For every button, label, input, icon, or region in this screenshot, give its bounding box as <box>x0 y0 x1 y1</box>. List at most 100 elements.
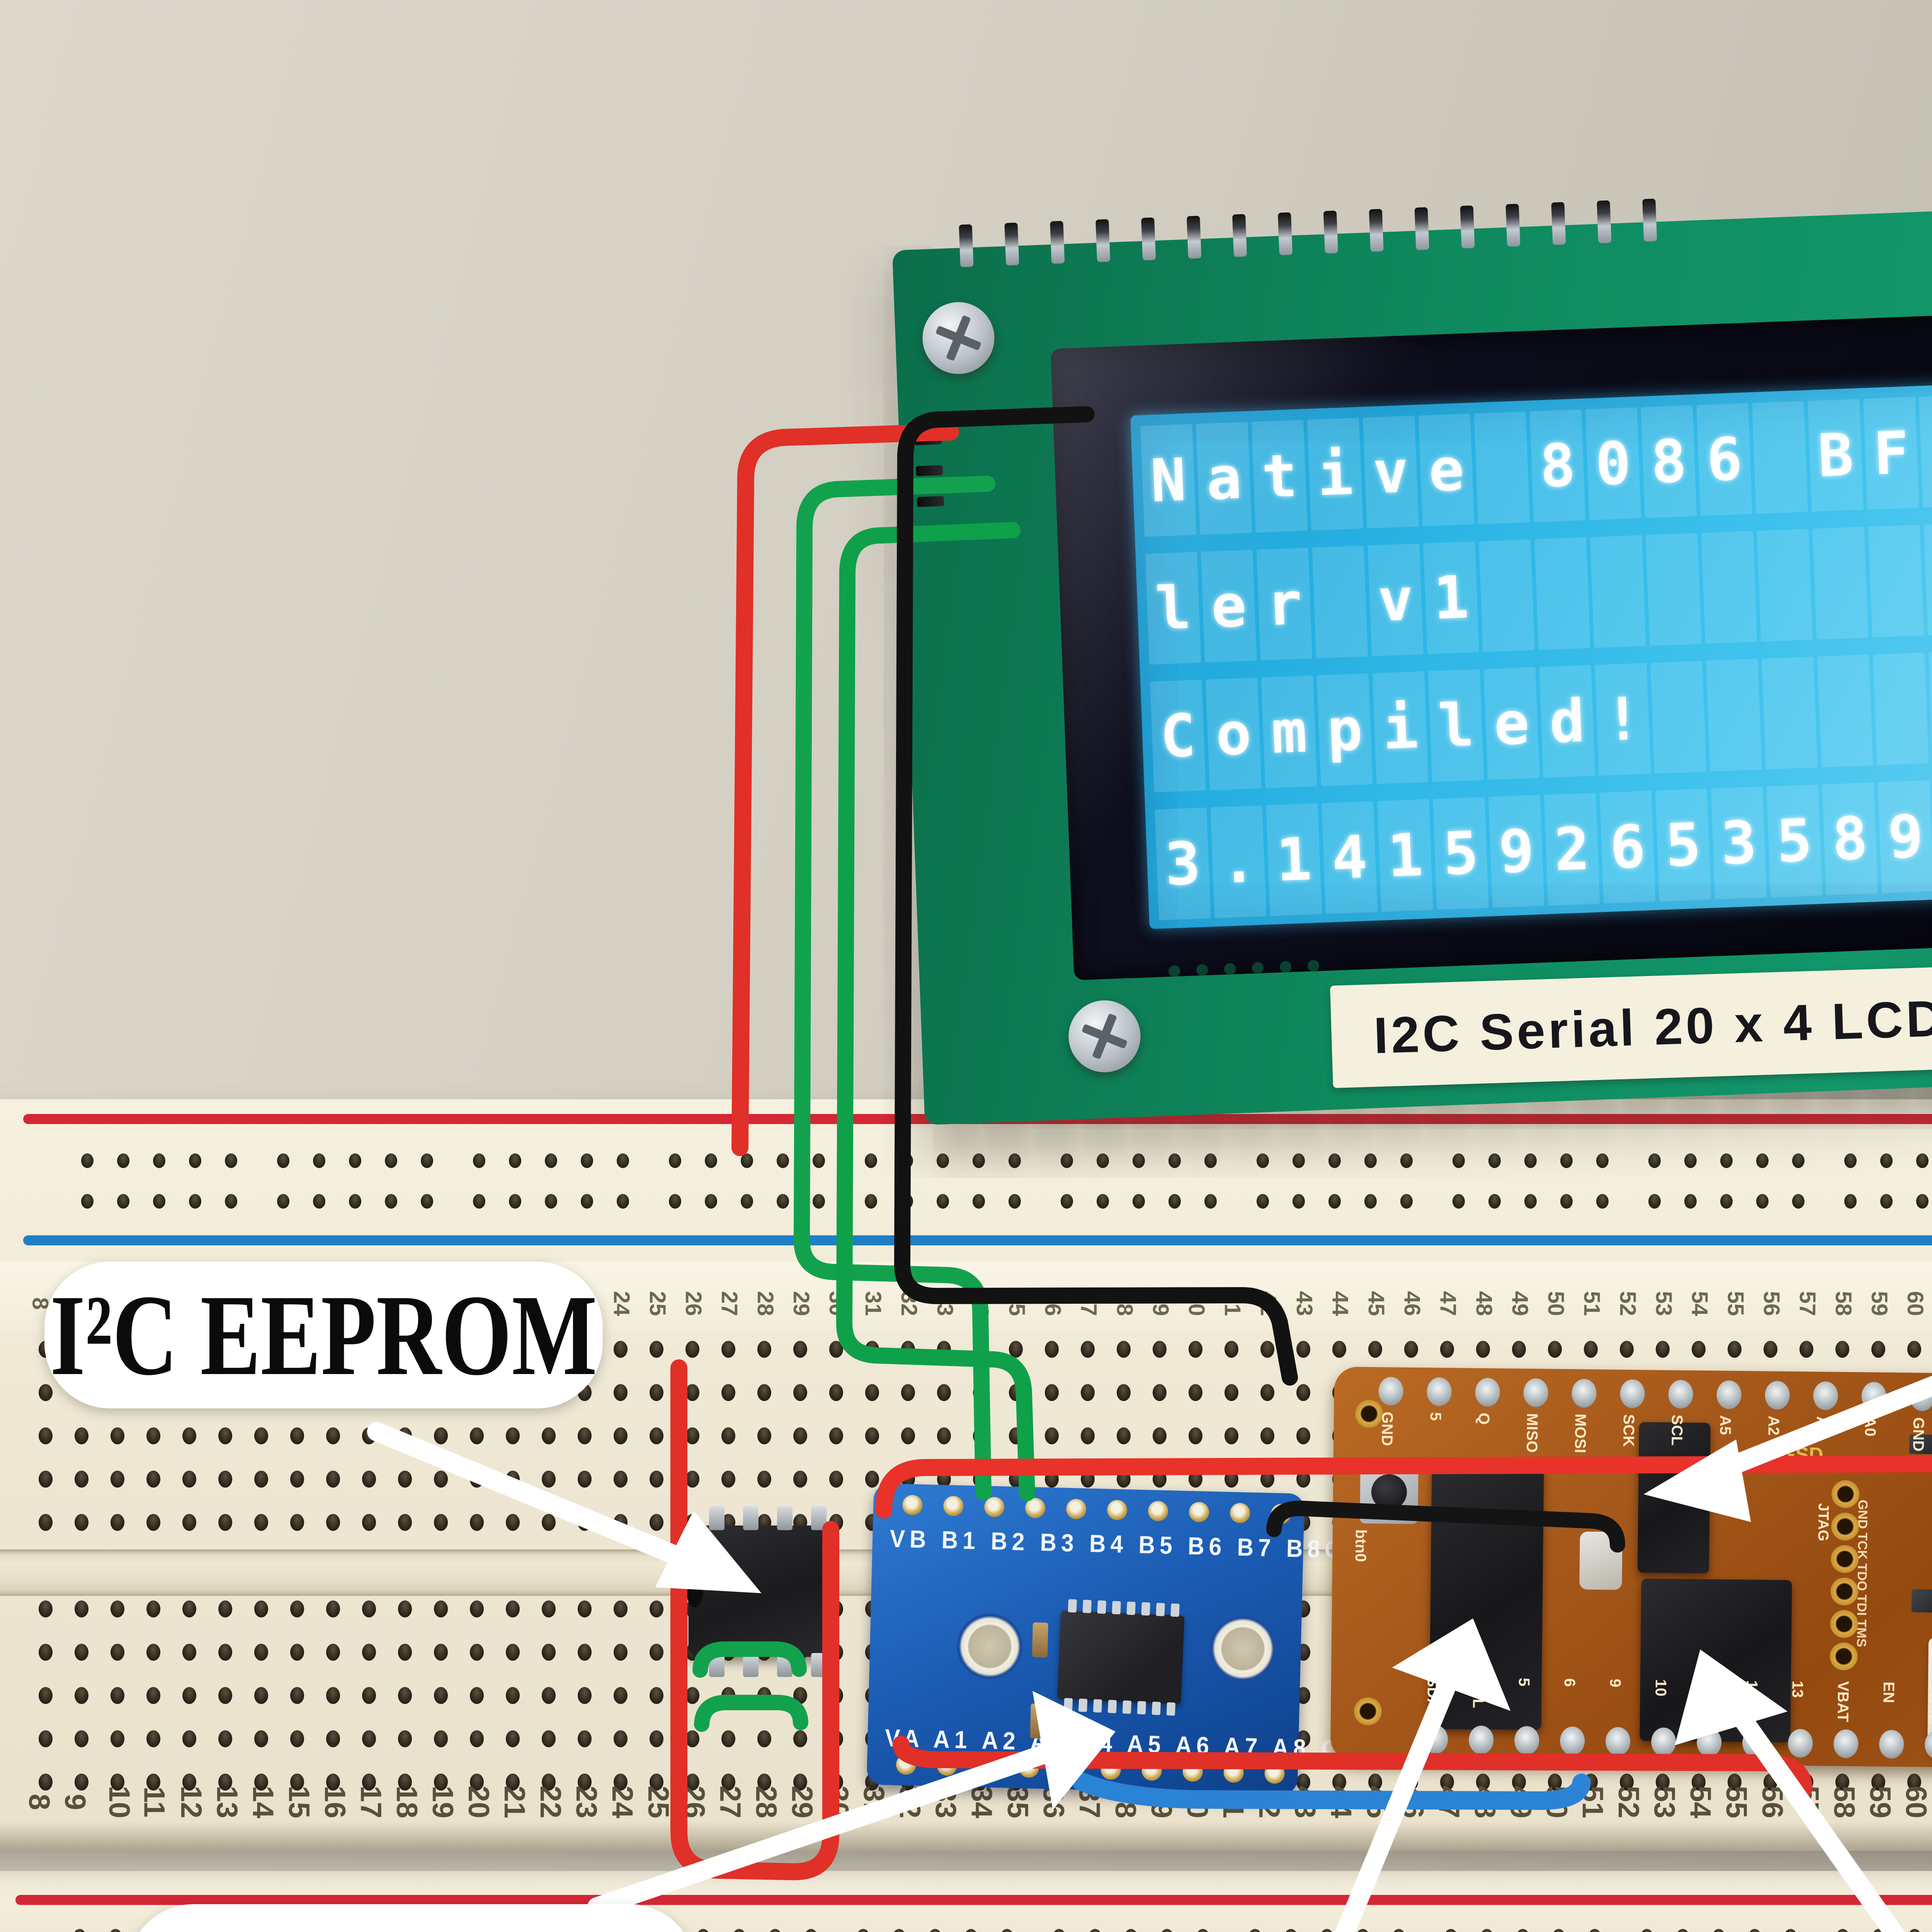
bus-hole <box>1061 1194 1073 1209</box>
strip-bus-hole <box>769 1929 781 1932</box>
terminal-hole <box>398 1471 412 1488</box>
bus-hole <box>473 1153 485 1168</box>
terminal-hole <box>434 1730 448 1747</box>
terminal-hole <box>39 1384 53 1401</box>
bus-hole <box>277 1194 289 1209</box>
terminal-hole <box>290 1644 304 1661</box>
terminal-hole <box>1907 1341 1921 1358</box>
terminal-hole <box>650 1687 663 1704</box>
bus-hole <box>1684 1194 1697 1209</box>
terminal-hole <box>1225 1341 1238 1358</box>
bus-hole <box>1133 1194 1145 1209</box>
terminal-hole <box>146 1471 160 1488</box>
terminal-hole <box>182 1514 196 1531</box>
terminal-hole <box>470 1514 484 1531</box>
terminal-hole <box>1656 1341 1670 1358</box>
bus-hole <box>545 1153 557 1168</box>
strip-bus-hole <box>893 1929 905 1932</box>
terminal-hole <box>1189 1341 1202 1358</box>
terminal-hole <box>146 1427 160 1444</box>
bus-hole <box>421 1153 433 1168</box>
terminal-hole <box>1620 1774 1634 1791</box>
bus-hole <box>1524 1194 1537 1209</box>
terminal-hole <box>614 1427 628 1444</box>
terminal-hole <box>1404 1341 1418 1358</box>
arrow-eeprom <box>367 1422 713 1577</box>
eeprom-leg <box>777 1506 793 1530</box>
terminal-hole <box>1799 1341 1813 1358</box>
terminal-hole <box>1153 1427 1167 1444</box>
terminal-hole <box>398 1600 412 1617</box>
terminal-hole <box>398 1774 412 1791</box>
terminal-hole <box>111 1687 124 1704</box>
bus-hole <box>349 1194 361 1209</box>
terminal-hole <box>218 1471 232 1488</box>
arrow-ecp5 <box>1719 1690 1905 1932</box>
terminal-hole <box>182 1687 196 1704</box>
terminal-hole <box>75 1514 88 1531</box>
bus-hole <box>189 1153 201 1168</box>
terminal-hole <box>1117 1427 1131 1444</box>
terminal-hole <box>578 1644 592 1661</box>
terminal-hole <box>685 1384 699 1401</box>
terminal-hole <box>326 1471 340 1488</box>
terminal-hole <box>1440 1774 1454 1791</box>
strip-bus-hole <box>805 1929 817 1932</box>
terminal-hole <box>362 1774 376 1791</box>
terminal-hole <box>757 1427 771 1444</box>
terminal-hole <box>362 1644 376 1661</box>
terminal-hole <box>434 1774 448 1791</box>
terminal-hole <box>721 1471 735 1488</box>
terminal-hole <box>290 1730 304 1747</box>
bus-hole <box>617 1194 629 1209</box>
terminal-hole <box>290 1600 304 1617</box>
bus-hole <box>117 1194 129 1209</box>
bus-hole <box>973 1153 985 1168</box>
bus-hole <box>189 1194 201 1209</box>
terminal-hole <box>218 1427 232 1444</box>
strip-bus-hole <box>109 1929 122 1932</box>
terminal-hole <box>937 1384 951 1401</box>
strip-red-rail-line <box>15 1895 1932 1905</box>
bus-hole <box>1328 1194 1341 1209</box>
terminal-hole <box>614 1687 628 1704</box>
terminal-hole <box>1296 1384 1310 1401</box>
bus-hole <box>1720 1153 1733 1168</box>
eeprom-leg <box>743 1653 759 1677</box>
strip-bus-hole <box>1908 1929 1921 1932</box>
terminal-hole <box>326 1644 340 1661</box>
arrowhead-config-memory <box>1643 1439 1751 1522</box>
bus-hole <box>1756 1153 1769 1168</box>
bus-hole <box>813 1194 825 1209</box>
terminal-hole <box>1656 1774 1670 1791</box>
terminal-hole <box>1189 1384 1202 1401</box>
terminal-hole <box>757 1471 771 1488</box>
bus-hole <box>385 1153 397 1168</box>
terminal-hole <box>650 1644 663 1661</box>
bus-hole <box>1560 1153 1573 1168</box>
terminal-hole <box>39 1644 53 1661</box>
bus-hole <box>1168 1194 1181 1209</box>
terminal-hole <box>757 1384 771 1401</box>
bus-hole <box>1488 1194 1501 1209</box>
strip-bus-hole <box>1001 1929 1013 1932</box>
terminal-hole <box>75 1600 88 1617</box>
bus-hole <box>1204 1194 1217 1209</box>
bus-hole <box>1792 1194 1804 1209</box>
wire-red-lcd <box>731 423 959 1156</box>
terminal-hole <box>218 1730 232 1747</box>
terminal-hole <box>685 1427 699 1444</box>
terminal-hole <box>650 1341 663 1358</box>
bus-hole <box>1400 1153 1413 1168</box>
terminal-hole <box>1332 1774 1346 1791</box>
terminal-hole <box>937 1427 951 1444</box>
terminal-hole <box>757 1730 771 1747</box>
bus-hole <box>153 1194 165 1209</box>
strip-bus-hole <box>1553 1929 1565 1932</box>
strip-bus-hole <box>1872 1929 1885 1932</box>
arrowhead-eeprom <box>655 1510 762 1594</box>
bus-hole <box>741 1194 753 1209</box>
terminal-hole <box>829 1427 843 1444</box>
bus-hole <box>1328 1153 1341 1168</box>
terminal-hole <box>1081 1341 1095 1358</box>
